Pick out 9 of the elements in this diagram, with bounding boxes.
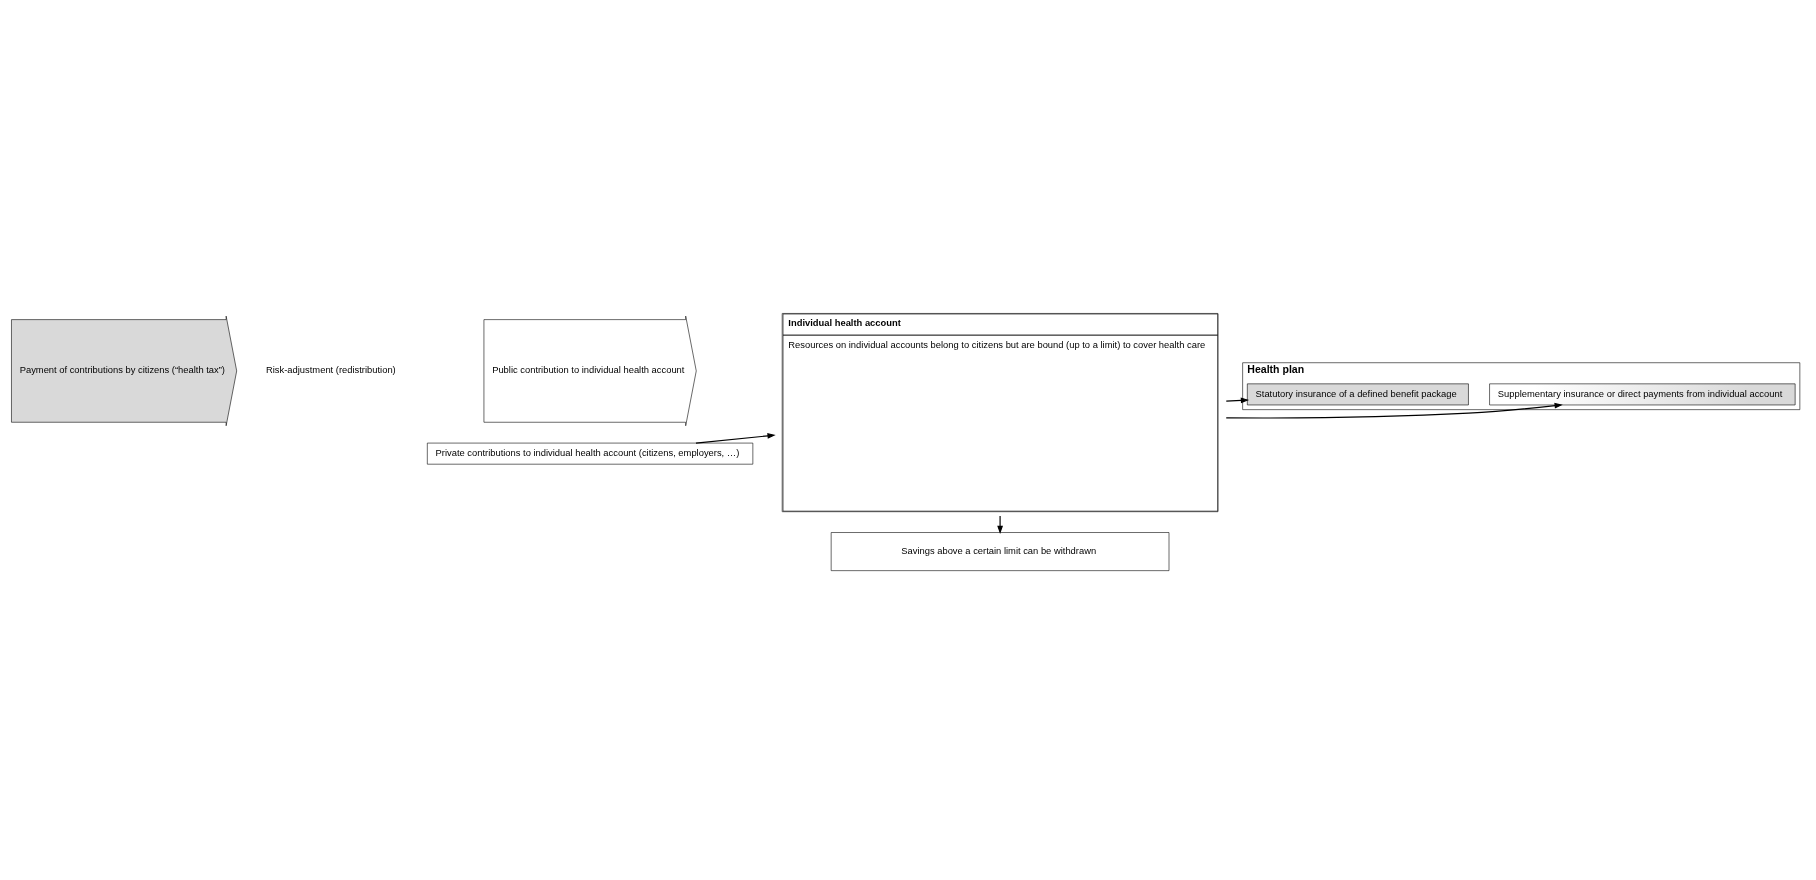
node-text: Risk-adjustment (redistribution) xyxy=(266,365,396,376)
node-box: Supplementary insurance or direct payments from individual account xyxy=(1489,383,1796,406)
arrow xyxy=(997,515,1003,535)
arrow xyxy=(1225,402,1563,419)
node-box: Savings above a certain limit can be withdrawn xyxy=(830,532,1170,571)
arrow xyxy=(1225,397,1250,404)
arrow xyxy=(695,433,776,444)
node-box: Private contributions to individual health account (citizens, employers, …) xyxy=(427,442,754,465)
node-box: Statutory insurance of a defined benefit package xyxy=(1247,383,1469,406)
